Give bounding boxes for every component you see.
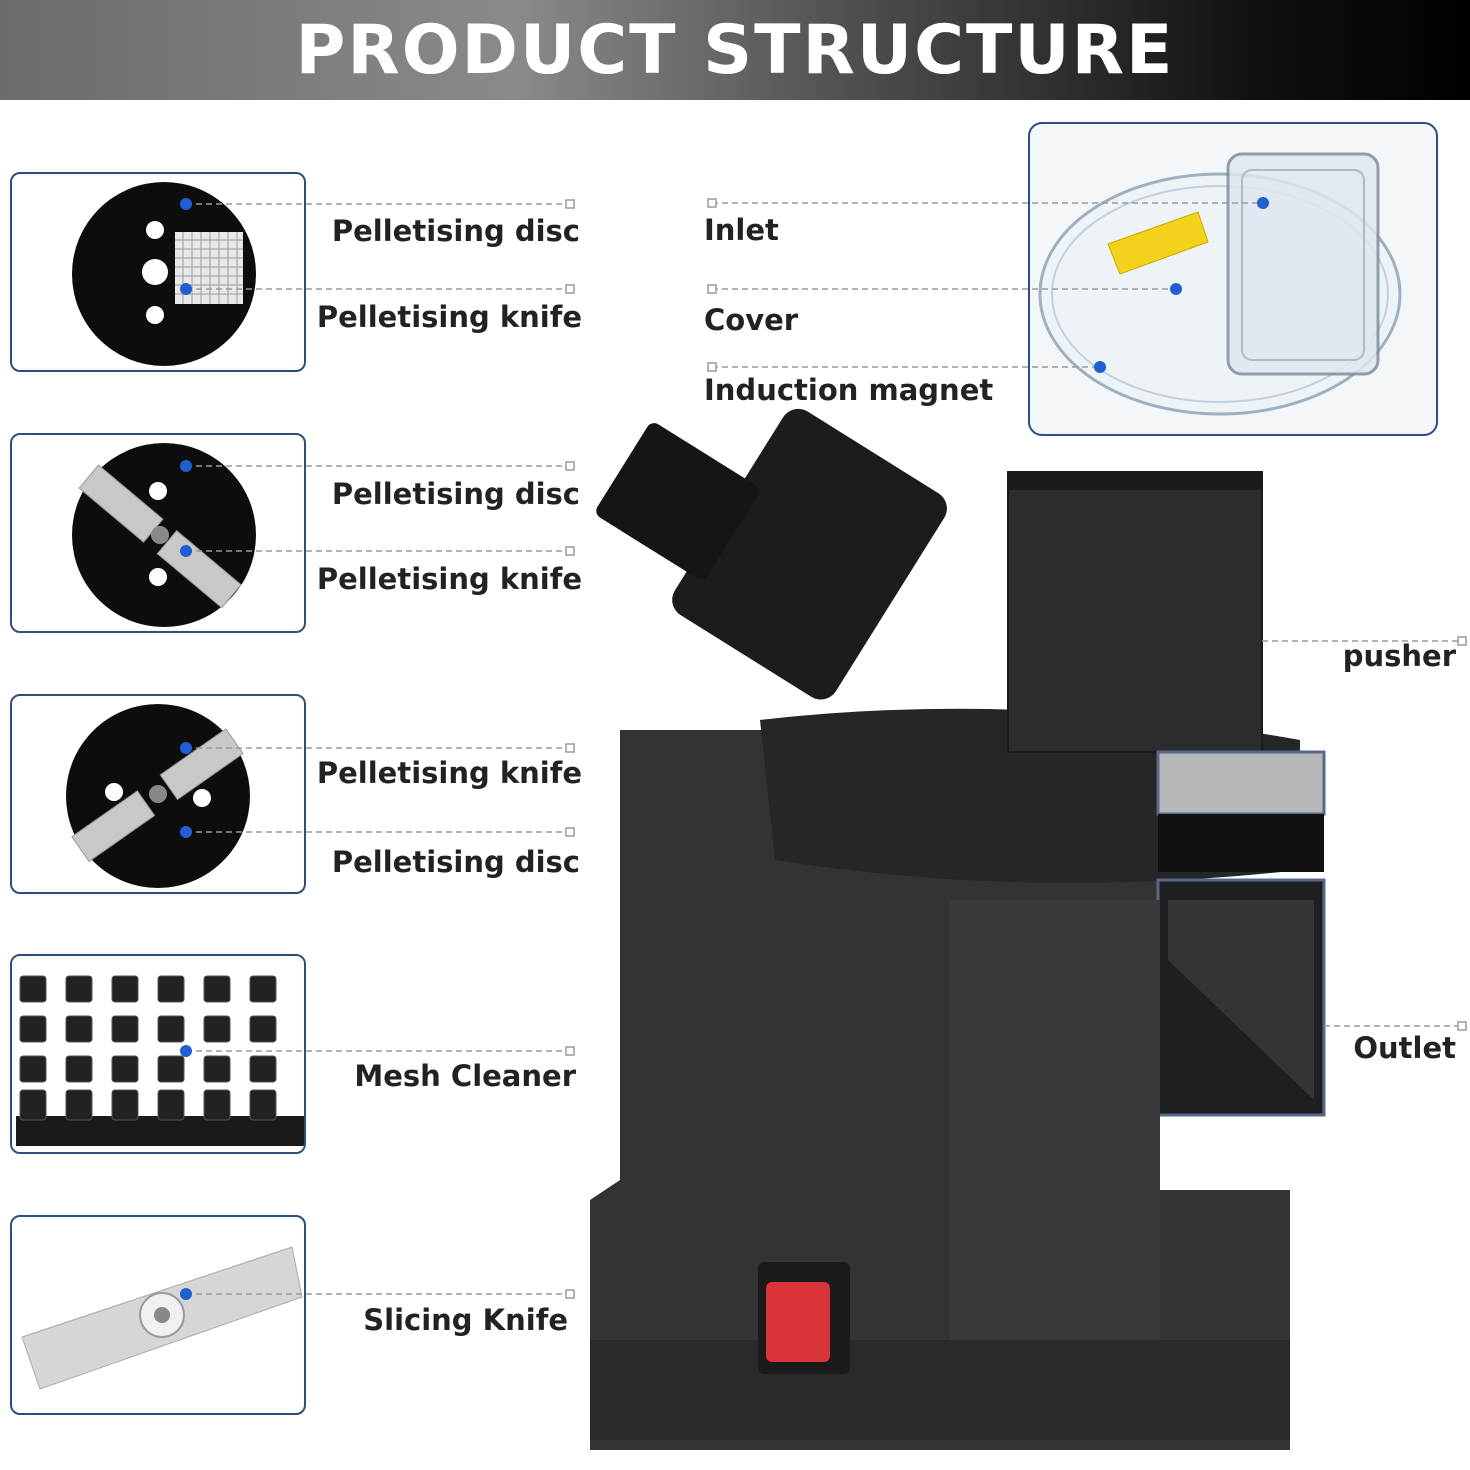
label-inlet: Inlet: [704, 213, 779, 247]
thumb-mesh-cleaner: [10, 954, 306, 1154]
label-pusher: pusher: [1342, 639, 1456, 673]
power-switch: [766, 1282, 830, 1362]
pelletising-disc-blades-image: [72, 443, 256, 627]
label-cover: Cover: [704, 303, 799, 337]
label-pelletising-disc-3: Pelletising disc: [331, 845, 580, 879]
label-pelletising-disc-2: Pelletising disc: [331, 477, 580, 511]
cover-inset: [1028, 122, 1438, 436]
thumb-pelletising-disc-blades: [10, 433, 306, 633]
label-pelletising-knife-2: Pelletising knife: [316, 562, 582, 596]
label-induction-magnet: Induction magnet: [704, 373, 994, 407]
header-banner: PRODUCT STRUCTURE: [0, 0, 1470, 100]
thumb-pelletising-disc-grid: [10, 172, 306, 372]
pelletising-disc-grid-image: [72, 182, 256, 366]
label-slicing-knife: Slicing Knife: [363, 1303, 568, 1337]
thumb-slicing-knife: [10, 1215, 306, 1415]
thumb-pelletising-knife-disc: [10, 694, 306, 894]
mesh-cleaner-image: [12, 956, 304, 1152]
label-mesh-cleaner: Mesh Cleaner: [354, 1059, 576, 1093]
label-pelletising-knife-3: Pelletising knife: [316, 756, 582, 790]
label-pelletising-disc-1: Pelletising disc: [331, 214, 580, 248]
slicing-knife-image: [21, 1246, 303, 1390]
page-title: PRODUCT STRUCTURE: [295, 10, 1175, 90]
cover-image: [1038, 152, 1402, 416]
label-pelletising-knife-1: Pelletising knife: [316, 300, 582, 334]
pelletising-knife-disc-image: [66, 704, 250, 888]
label-outlet: Outlet: [1353, 1031, 1456, 1065]
